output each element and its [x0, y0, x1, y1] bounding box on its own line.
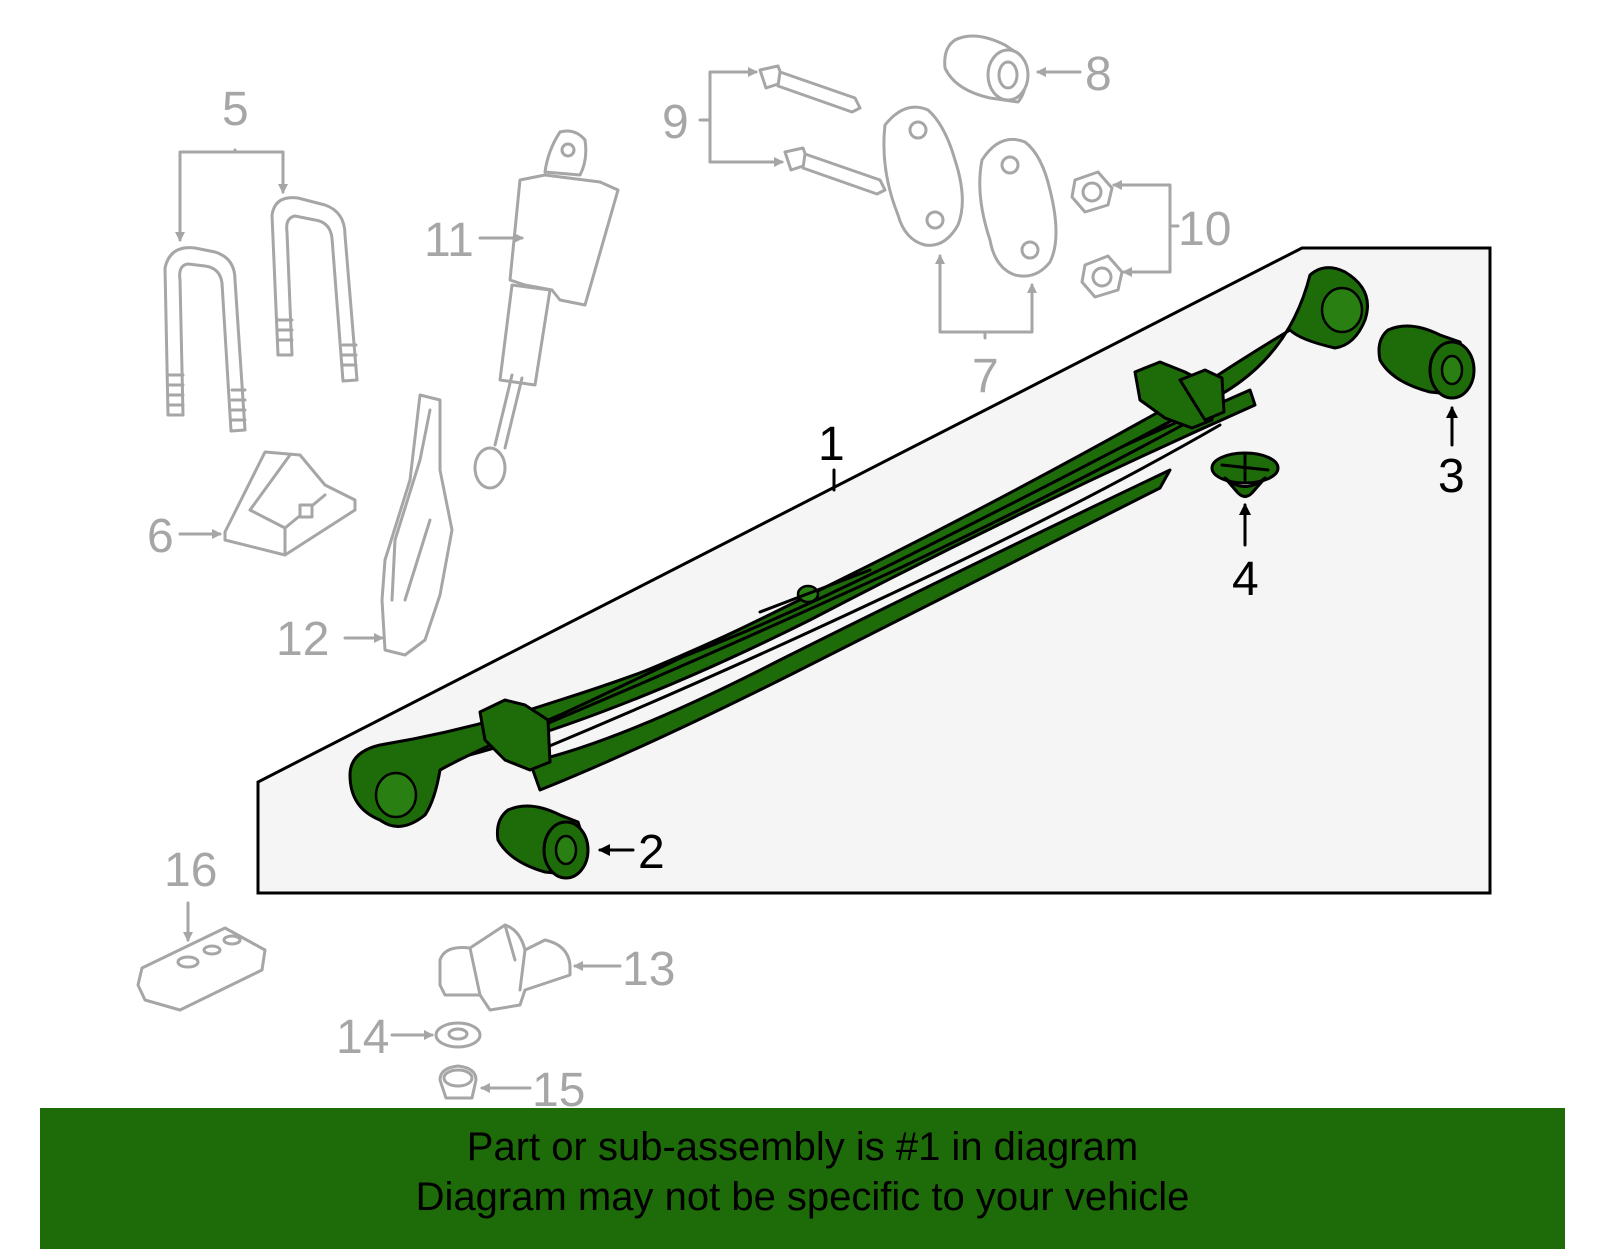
banner-line-1: Part or sub-assembly is #1 in diagram	[466, 1125, 1139, 1169]
bushing-8[interactable]	[943, 34, 1030, 104]
banner-line-2: Diagram may not be specific to your vehi…	[415, 1175, 1190, 1219]
bracket-13[interactable]	[438, 923, 572, 1012]
callout-3: 3	[1438, 450, 1465, 503]
callout-7: 7	[972, 350, 999, 403]
leaders	[175, 67, 1458, 1093]
nut-15[interactable]	[438, 1064, 478, 1100]
callout-5: 5	[222, 83, 249, 136]
callout-9: 9	[662, 96, 689, 149]
callout-13: 13	[622, 943, 675, 996]
callout-1: 1	[818, 418, 845, 471]
bushing-3[interactable]	[1377, 324, 1476, 400]
callout-10: 10	[1178, 203, 1231, 256]
bolt-9-lower[interactable]	[783, 146, 887, 196]
bolt-9-upper[interactable]	[758, 64, 862, 114]
shock-absorber[interactable]	[473, 129, 620, 490]
callout-4: 4	[1232, 553, 1259, 606]
bushing-2[interactable]	[496, 804, 590, 880]
spacer-6[interactable]	[223, 450, 357, 557]
washer-14[interactable]	[434, 1021, 482, 1049]
u-bolt-right[interactable]	[270, 196, 359, 383]
callout-11: 11	[424, 214, 474, 267]
shield-12[interactable]	[380, 393, 454, 657]
callout-6: 6	[147, 510, 174, 563]
callout-14: 14	[336, 1011, 389, 1064]
bumper-4[interactable]	[1210, 451, 1280, 498]
nut-10-upper[interactable]	[1070, 170, 1114, 214]
shackle-plate-left[interactable]	[882, 105, 964, 247]
nut-10-lower[interactable]	[1080, 254, 1124, 299]
u-bolt-left[interactable]	[163, 246, 247, 433]
leaf-spring[interactable]	[348, 266, 1369, 828]
callout-8: 8	[1085, 48, 1112, 101]
info-banner: Part or sub-assembly is #1 in diagram Di…	[40, 1108, 1565, 1249]
callout-2: 2	[638, 826, 665, 879]
callout-16: 16	[164, 844, 217, 897]
plate-16[interactable]	[136, 926, 267, 1012]
shackle-plate-right[interactable]	[978, 137, 1058, 278]
callout-12: 12	[276, 613, 329, 666]
